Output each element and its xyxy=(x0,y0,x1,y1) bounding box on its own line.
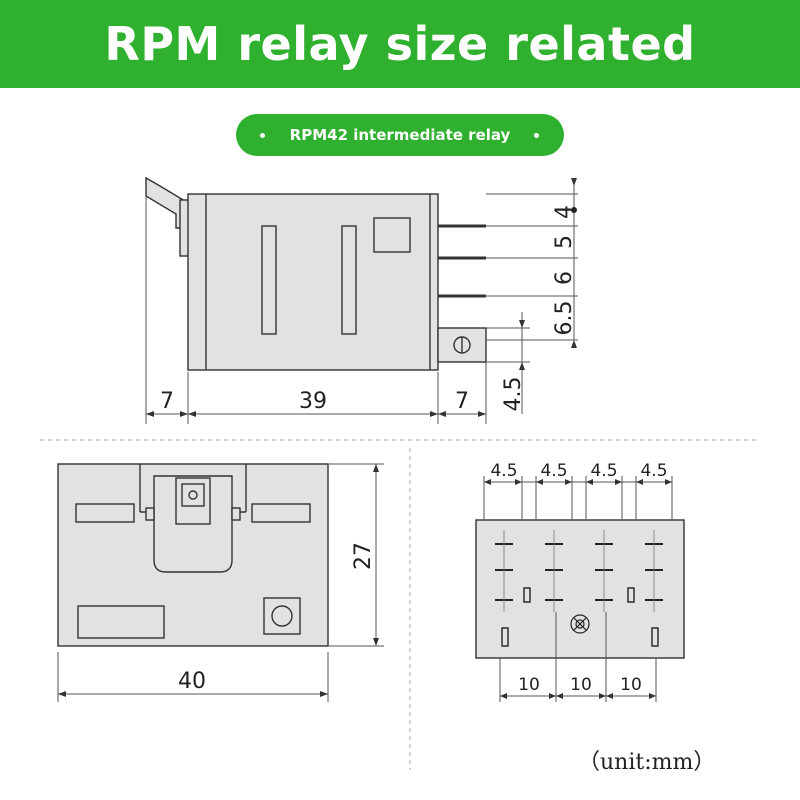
width-label-40: 40 xyxy=(178,669,206,694)
width-label-39: 39 xyxy=(299,389,327,414)
base-pitch-label-2: 4.5 xyxy=(540,461,567,481)
pitch-label-6-5: 6.5 xyxy=(552,301,577,336)
base-pitch-label-4: 4.5 xyxy=(640,461,667,481)
pitch-label-6: 6 xyxy=(552,271,577,285)
reference-dot xyxy=(571,207,577,213)
pitch-label-4: 4 xyxy=(552,205,577,219)
subtitle-text: RPM42 intermediate relay xyxy=(289,126,511,144)
base-spacing-label-1: 10 xyxy=(518,675,540,695)
arrowheads xyxy=(146,178,577,417)
bullet-dot-icon xyxy=(534,133,539,138)
width-label-7-right: 7 xyxy=(455,389,469,414)
side-view xyxy=(145,176,487,371)
base-coil-pins xyxy=(501,587,659,647)
front-view xyxy=(57,463,329,647)
page-title: RPM relay size related xyxy=(104,17,696,71)
base-pitch-label-1: 4.5 xyxy=(490,461,517,481)
base-spacing-label-2: 10 xyxy=(570,675,592,695)
title-banner: RPM relay size related xyxy=(0,0,800,88)
base-centre-mark-icon xyxy=(570,614,590,634)
base-pitch-label-3: 4.5 xyxy=(590,461,617,481)
height-label-27: 27 xyxy=(351,542,376,570)
base-pin-centres xyxy=(503,530,655,612)
pitch-label-5: 5 xyxy=(552,235,577,249)
unit-label: （unit:mm） xyxy=(578,750,716,775)
pitch-label-4-5: 4.5 xyxy=(501,377,526,412)
bullet-dot-icon xyxy=(260,133,265,138)
subtitle-pill: RPM42 intermediate relay xyxy=(236,114,564,156)
arrowheads xyxy=(58,464,379,697)
base-spacing-label-3: 10 xyxy=(620,675,642,695)
width-label-7-left: 7 xyxy=(160,389,174,414)
side-view-dimensions xyxy=(145,178,578,424)
front-view-dimensions xyxy=(57,463,384,702)
arrowheads xyxy=(484,479,672,699)
